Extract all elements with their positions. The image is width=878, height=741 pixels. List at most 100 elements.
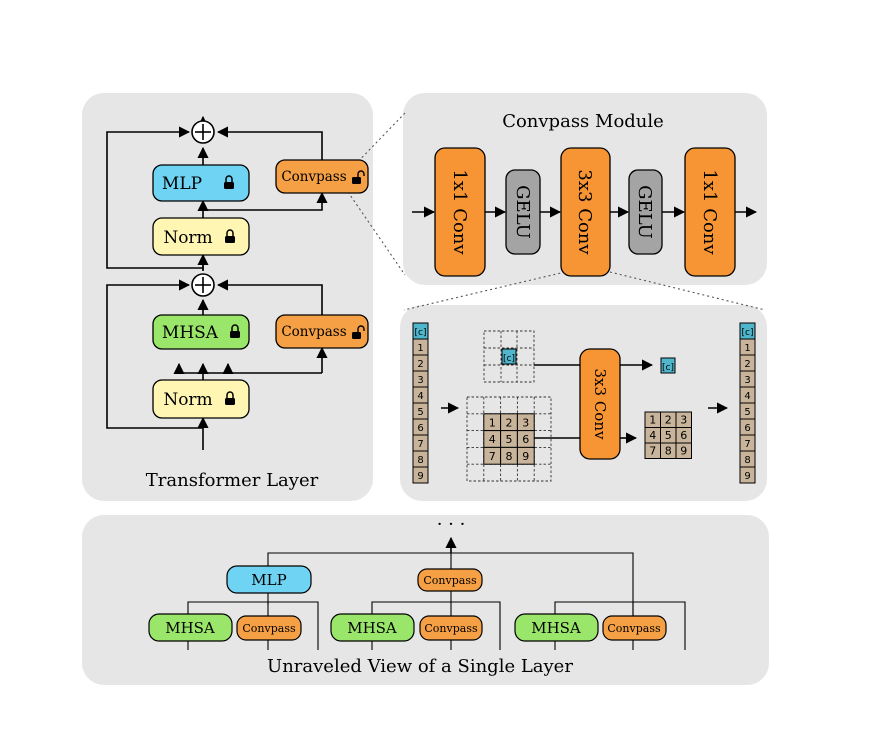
cls-token-cell — [501, 348, 517, 365]
patch-token-label: 8 — [417, 455, 423, 466]
convpass-module-title: Convpass Module — [502, 111, 664, 132]
unraveled-convpass-2: Convpass — [419, 615, 483, 641]
conv-block-label: 3x3 Conv — [574, 169, 595, 255]
unraveled-panel — [82, 515, 769, 685]
mhsa-block: MHSA — [152, 314, 250, 350]
patch-token-label: 6 — [744, 423, 750, 434]
cls-output: [c] — [660, 357, 676, 374]
unraveled-convpass-3: Convpass — [602, 615, 667, 641]
transformer-layer-title: Transformer Layer — [146, 470, 319, 491]
lock-icon — [224, 175, 234, 189]
patch-token-label: 4 — [489, 433, 496, 446]
patch-token-label: 1 — [417, 343, 423, 354]
unraveled-mhsa-label: MHSA — [347, 619, 397, 637]
patch-token-label: 2 — [665, 414, 672, 427]
conv3x3-block: 3x3 Conv — [560, 147, 611, 277]
mlp-label: MLP — [162, 174, 202, 194]
patch-token-label: 1 — [744, 343, 750, 354]
norm-block-top: Norm — [152, 217, 250, 256]
patch-token-label: 5 — [665, 429, 672, 442]
unraveled-mhsa-label: MHSA — [165, 619, 215, 637]
patch-token-label: 2 — [417, 359, 423, 370]
patch-token-label: 3 — [417, 375, 423, 386]
patch-token-label: 3 — [744, 375, 750, 386]
unraveled-convpass-1: Convpass — [236, 615, 302, 641]
gelu-block-second: GELU — [628, 169, 663, 255]
unlock-icon — [352, 170, 365, 184]
patch-token-cell — [516, 446, 535, 465]
norm-label: Norm — [163, 390, 212, 410]
patch-token-cell — [412, 466, 429, 484]
cls-token-label: [c] — [415, 328, 427, 338]
patch-token-label: 3 — [522, 416, 529, 429]
mlp-block: MLP — [152, 164, 250, 202]
unraveled-mhsa-3: MHSA — [514, 613, 599, 642]
convpass-label: Convpass — [281, 169, 346, 185]
unraveled-view-title: Unraveled View of a Single Layer — [267, 656, 573, 677]
gelu-block-first: GELU — [505, 169, 541, 255]
patch-token-label: 6 — [522, 433, 529, 446]
unraveled-convpass-label: Convpass — [424, 622, 478, 635]
patch-token-label: 2 — [506, 416, 513, 429]
patch-token-label: 3 — [680, 414, 687, 427]
patch-token-label: 5 — [417, 407, 423, 418]
unraveled-mhsa-label: MHSA — [531, 619, 581, 637]
transformer-layer-panel — [82, 93, 373, 501]
norm-label: Norm — [163, 228, 212, 248]
unraveled-convpass-label: Convpass — [242, 622, 296, 635]
unraveled-mlp-label: MLP — [251, 571, 286, 589]
patch-token-label: 6 — [417, 423, 423, 434]
unraveled-mhsa-1: MHSA — [148, 613, 233, 642]
lock-icon — [230, 324, 240, 338]
patch-token-label: 7 — [489, 450, 496, 463]
patch-token-cell — [675, 442, 692, 459]
patch-token-label: 8 — [506, 450, 513, 463]
patch-token-label: 9 — [744, 471, 750, 482]
convpass-block-top: Convpass — [275, 159, 369, 194]
ellipsis-dots: · · · — [437, 514, 466, 535]
patch-token-label: 7 — [649, 445, 656, 458]
conv-detail-label: 3x3 Conv — [591, 369, 609, 440]
patch-token-label: 5 — [506, 433, 513, 446]
conv3x3-detail-block: 3x3 Conv — [579, 348, 621, 460]
cls-token-label: [c] — [742, 328, 754, 338]
unraveled-convpass-top: Convpass — [417, 568, 483, 592]
zoom-connector — [609, 271, 766, 311]
patch-token-label: 1 — [649, 414, 656, 427]
cls-token-label: [c] — [503, 354, 515, 364]
zoom-connector — [347, 191, 406, 276]
add-node-bottom — [191, 273, 215, 297]
gelu-label: GELU — [512, 185, 533, 239]
patch-token-label: 9 — [680, 445, 687, 458]
patch-token-label: 2 — [744, 359, 750, 370]
zoom-connector — [347, 112, 406, 173]
unlock-icon — [352, 325, 365, 339]
cls-output-label: [c] — [662, 363, 674, 373]
convpass-label: Convpass — [281, 324, 346, 340]
patch-token-label: 4 — [649, 429, 656, 442]
unraveled-mlp: MLP — [226, 565, 312, 594]
patch-token-label: 8 — [665, 445, 672, 458]
conv1x1-block-second: 1x1 Conv — [684, 147, 736, 277]
unraveled-convpass-label: Convpass — [423, 574, 477, 587]
conv-block-label: 1x1 Conv — [449, 169, 470, 255]
unraveled-convpass-label: Convpass — [607, 622, 661, 635]
mhsa-label: MHSA — [162, 323, 219, 343]
patch-token-label: 4 — [744, 391, 750, 402]
norm-block-bottom: Norm — [152, 379, 250, 419]
cls-padding-grid: [c] — [483, 330, 535, 383]
patch-token-label: 8 — [744, 455, 750, 466]
patch-token-label: 9 — [417, 471, 423, 482]
conv1x1-block-first: 1x1 Conv — [434, 147, 486, 277]
patch-token-label: 1 — [489, 416, 496, 429]
unraveled-mhsa-2: MHSA — [330, 613, 415, 642]
gelu-label: GELU — [634, 185, 655, 239]
patch-token-label: 9 — [522, 450, 529, 463]
patch-token-label: 5 — [744, 407, 750, 418]
convpass-block-bottom: Convpass — [275, 314, 369, 349]
